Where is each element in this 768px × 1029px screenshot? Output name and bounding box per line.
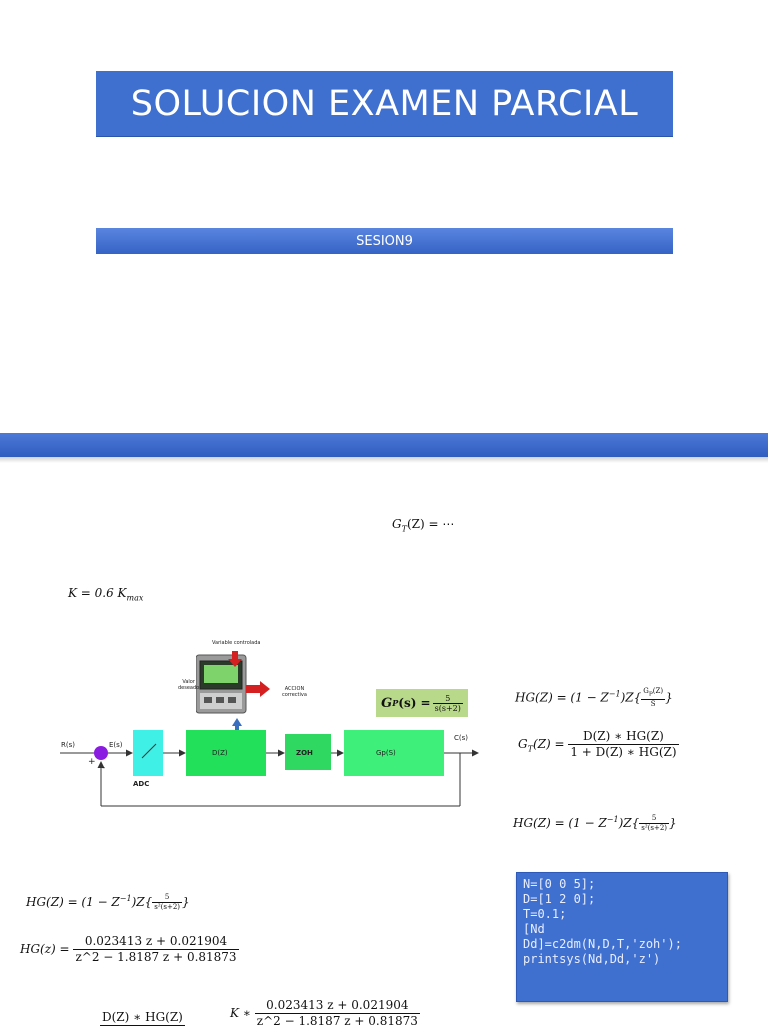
up-arrow-icon (232, 718, 242, 730)
c-label: C(s) (454, 734, 468, 742)
controller-photo (195, 651, 272, 715)
hg-substituted-left: HG(Z) = (1 − Z−1)Z{ 5 s²(s+2) } (26, 893, 190, 911)
adc-block (133, 730, 163, 776)
page-title: SOLUCION EXAMEN PARCIAL (130, 83, 639, 124)
e-label: E(s) (109, 741, 123, 749)
gt-definition-equation: GT(Z) = D(Z) ∗ HG(Z) 1 + D(Z) ∗ HG(Z) (518, 729, 679, 759)
title-banner: SOLUCION EXAMEN PARCIAL (96, 71, 673, 137)
dz-label: D(Z) (212, 749, 228, 757)
plus-sign: + (88, 757, 96, 767)
hg-result-equation: HG(z) = 0.023413 z + 0.021904 z^2 − 1.81… (20, 934, 239, 964)
zoh-block (285, 734, 331, 770)
slide-separator-shadow (0, 457, 768, 463)
controller-device-icon (195, 651, 270, 714)
k-bottom-equation: K ∗ 0.023413 z + 0.021904 z^2 − 1.8187 z… (230, 998, 420, 1028)
summing-junction (94, 746, 108, 760)
slide-separator-band (0, 433, 768, 457)
page-subtitle: SESION9 (356, 233, 413, 249)
zoh-label: ZOH (296, 749, 313, 757)
dz-block (186, 730, 266, 776)
adc-label: ADC (133, 780, 150, 788)
r-label: R(s) (61, 741, 75, 749)
hg-definition-equation: HG(Z) = (1 − Z−1)Z{ GP(Z) S } (515, 687, 673, 709)
gp-block (344, 730, 444, 776)
minus-sign: - (102, 763, 106, 773)
subtitle-banner: SESION9 (96, 228, 673, 254)
gp-label: Gp(S) (376, 749, 396, 757)
hg-substituted-right: HG(Z) = (1 − Z−1)Z{ 5 s²(s+2) } (513, 814, 677, 832)
matlab-code: N=[0 0 5]; D=[1 2 0]; T=0.1; [Nd Dd]=c2d… (523, 877, 682, 966)
gt-placeholder-equation: GT(Z) = ⋯ (392, 517, 455, 534)
k-gain-equation: K = 0.6 Kmax (68, 586, 144, 603)
block-diagram (60, 718, 479, 807)
matlab-code-box: N=[0 0 5]; D=[1 2 0]; T=0.1; [Nd Dd]=c2d… (516, 872, 728, 1002)
photo-label-top: Variable controlada (212, 640, 261, 646)
